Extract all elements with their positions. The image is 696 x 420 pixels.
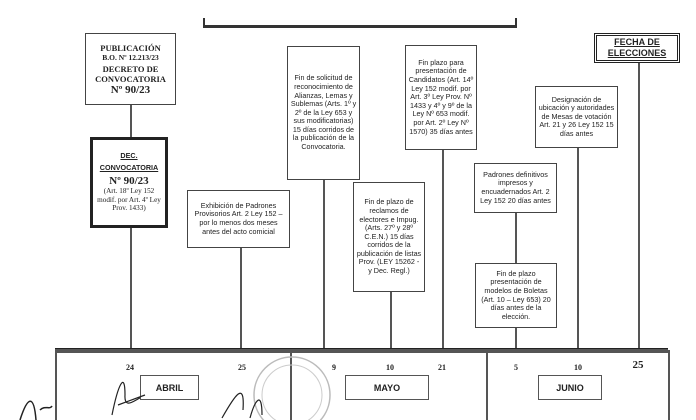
day-label: 10 bbox=[386, 363, 394, 372]
dec-line: CONVOCATORIA bbox=[99, 162, 159, 172]
designacion-mesas-box: Designación de ubicación y autoridades d… bbox=[535, 86, 618, 148]
day-label: 24 bbox=[126, 363, 134, 372]
dec-note: (Art. 18º Ley 152 modif. por Art. 4º Ley… bbox=[97, 187, 161, 213]
dec-number: Nº 90/23 bbox=[109, 175, 149, 188]
connector-line bbox=[390, 292, 392, 350]
dec-convocatoria-box: DEC. CONVOCATORIA Nº 90/23 (Art. 18º Ley… bbox=[90, 137, 168, 228]
day-label: 5 bbox=[514, 363, 518, 372]
exhibicion-padrones-box: Exhibición de Padrones Provisorios Art. … bbox=[187, 190, 290, 248]
dec-line: DEC. bbox=[120, 151, 138, 161]
fin-reclamos-box: Fin de plazo de reclamos de electores e … bbox=[353, 182, 425, 292]
bracket-left-tick bbox=[203, 18, 205, 28]
month-junio: JUNIO bbox=[538, 375, 602, 400]
connector-line bbox=[323, 180, 325, 350]
connector-line bbox=[442, 150, 444, 350]
day-label: 21 bbox=[438, 363, 446, 372]
connector-line bbox=[240, 248, 242, 350]
fecha-line: ELECCIONES bbox=[607, 48, 667, 58]
month-divider bbox=[668, 350, 670, 420]
publicacion-line: Nº 90/23 bbox=[110, 83, 151, 96]
padrones-definitivos-box: Padrones definitivos impresos y encuader… bbox=[474, 163, 557, 213]
month-divider bbox=[55, 350, 57, 420]
month-abril: ABRIL bbox=[140, 375, 199, 400]
signature-icon bbox=[221, 392, 263, 419]
day-label: 25 bbox=[632, 359, 644, 371]
publicacion-line: B.O. Nº 12.213/23 bbox=[102, 53, 159, 63]
connector-line bbox=[577, 148, 579, 350]
fin-solicitud-alianzas-box: Fin de solicitud de reconocimiento de Al… bbox=[287, 46, 360, 180]
publicacion-box: PUBLICACIÓN B.O. Nº 12.213/23 DECRETO DE… bbox=[85, 33, 176, 105]
day-label: 25 bbox=[238, 363, 246, 372]
day-label: 9 bbox=[332, 363, 336, 372]
publicacion-line: DECRETO DE bbox=[102, 63, 159, 74]
signature-icon bbox=[19, 400, 53, 420]
top-bracket bbox=[203, 25, 517, 28]
connector-line bbox=[638, 63, 640, 350]
seal-icon bbox=[253, 356, 331, 420]
timeline-bar bbox=[55, 348, 668, 353]
month-divider bbox=[290, 350, 292, 420]
fin-candidatos-box: Fin plazo para presentación de Candidato… bbox=[405, 45, 477, 150]
month-mayo: MAYO bbox=[345, 375, 429, 400]
bracket-right-tick bbox=[515, 18, 517, 28]
month-divider bbox=[486, 350, 488, 420]
fin-boletas-box: Fin de plazo presentación de modelos de … bbox=[475, 263, 557, 328]
day-label: 10 bbox=[574, 363, 582, 372]
publicacion-line: PUBLICACIÓN bbox=[100, 42, 161, 53]
fecha-line: FECHA DE bbox=[614, 37, 660, 47]
publicacion-line: CONVOCATORIA bbox=[95, 74, 166, 85]
fecha-elecciones-box: FECHA DE ELECCIONES bbox=[594, 33, 680, 63]
